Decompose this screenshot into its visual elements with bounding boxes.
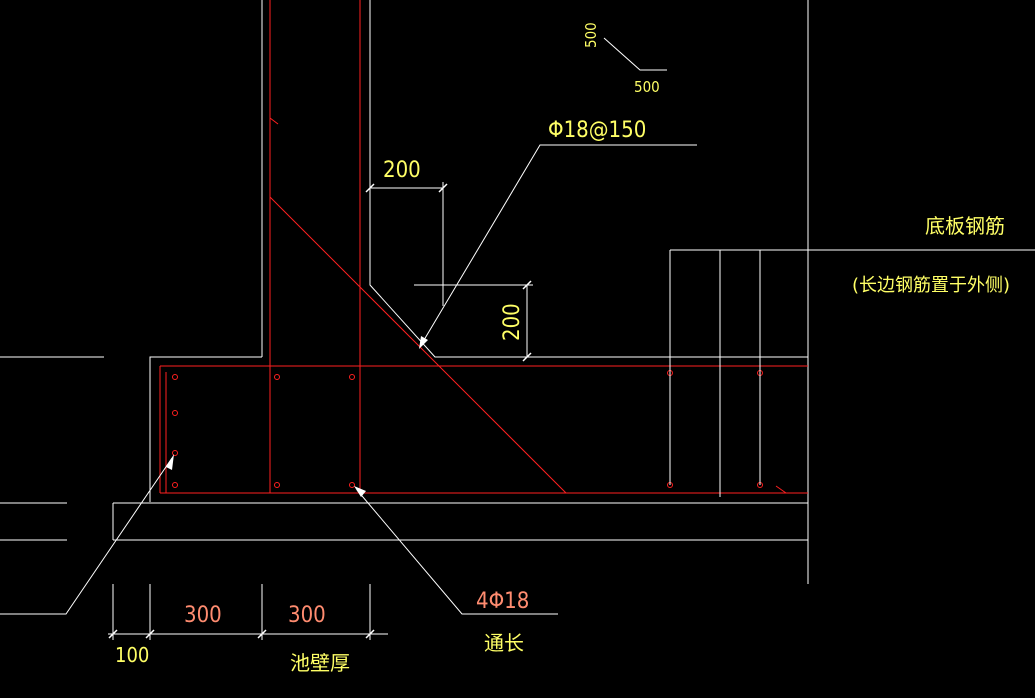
- arrowhead-icon: [354, 486, 366, 497]
- chamfer-symbol: [603, 37, 667, 71]
- left-dots-leader: [0, 457, 173, 615]
- rebar-section-dot-icon: [274, 482, 280, 488]
- dim-tick: [522, 280, 532, 290]
- rebar-section-dot-icon: [172, 374, 178, 380]
- rebar-hook-tick: [269, 117, 279, 125]
- leaders-and-dimensions: [0, 144, 1035, 640]
- chamfer-size-horizontal-label: 500: [634, 78, 660, 96]
- rebar-section-dot-icon: [172, 410, 178, 416]
- rebar-section-dot-icon: [274, 374, 280, 380]
- chamfer-size-vertical-label: 500: [582, 22, 600, 48]
- dim-tick: [365, 183, 375, 193]
- bottom-slab-rebar-note: (长边钢筋置于外侧): [852, 275, 1010, 296]
- haunch-height-label: 200: [500, 303, 525, 341]
- dim-tick: [108, 629, 118, 639]
- dim-tick: [257, 629, 267, 639]
- rebar-dots: [172, 370, 763, 488]
- dim-ticks: [108, 183, 532, 639]
- dim-tick: [145, 629, 155, 639]
- dim-tick: [365, 629, 375, 639]
- rebar-section-dot-icon: [172, 482, 178, 488]
- rebar-section-dot-icon: [172, 450, 178, 456]
- dim-300-left-label: 300: [184, 603, 222, 628]
- rebar-section-dot-icon: [349, 374, 355, 380]
- diagonal-rebar-spec-label: Φ18@150: [548, 118, 646, 143]
- arrowhead-icon: [166, 454, 174, 470]
- wall-inner-face-with-haunch: [369, 0, 808, 358]
- corner-bars-leader: [356, 489, 558, 615]
- corner-bars-note-label: 通长: [484, 631, 524, 655]
- diagonal-rebar-leader: [420, 144, 697, 346]
- arrowhead-icon: [419, 336, 428, 349]
- foundation-left-edge: [149, 356, 262, 502]
- dim-100-label: 100: [115, 643, 149, 667]
- haunch-diagonal-rebar: [269, 196, 567, 494]
- haunch-width-label: 200: [383, 158, 421, 183]
- rebar-group: [159, 0, 808, 494]
- corner-bars-spec-label: 4Φ18: [476, 589, 529, 614]
- dim-tick: [522, 352, 532, 362]
- rebar-end-tick: [775, 485, 787, 494]
- rebar-section-dot-icon: [349, 482, 355, 488]
- dim-tick: [438, 183, 448, 193]
- wall-thickness-label: 池壁厚: [290, 651, 350, 675]
- arrowheads: [166, 336, 428, 497]
- bottom-slab-rebar-title: 底板钢筋: [925, 214, 1005, 238]
- concrete-outline: [0, 0, 809, 584]
- dim-300-right-label: 300: [288, 603, 326, 628]
